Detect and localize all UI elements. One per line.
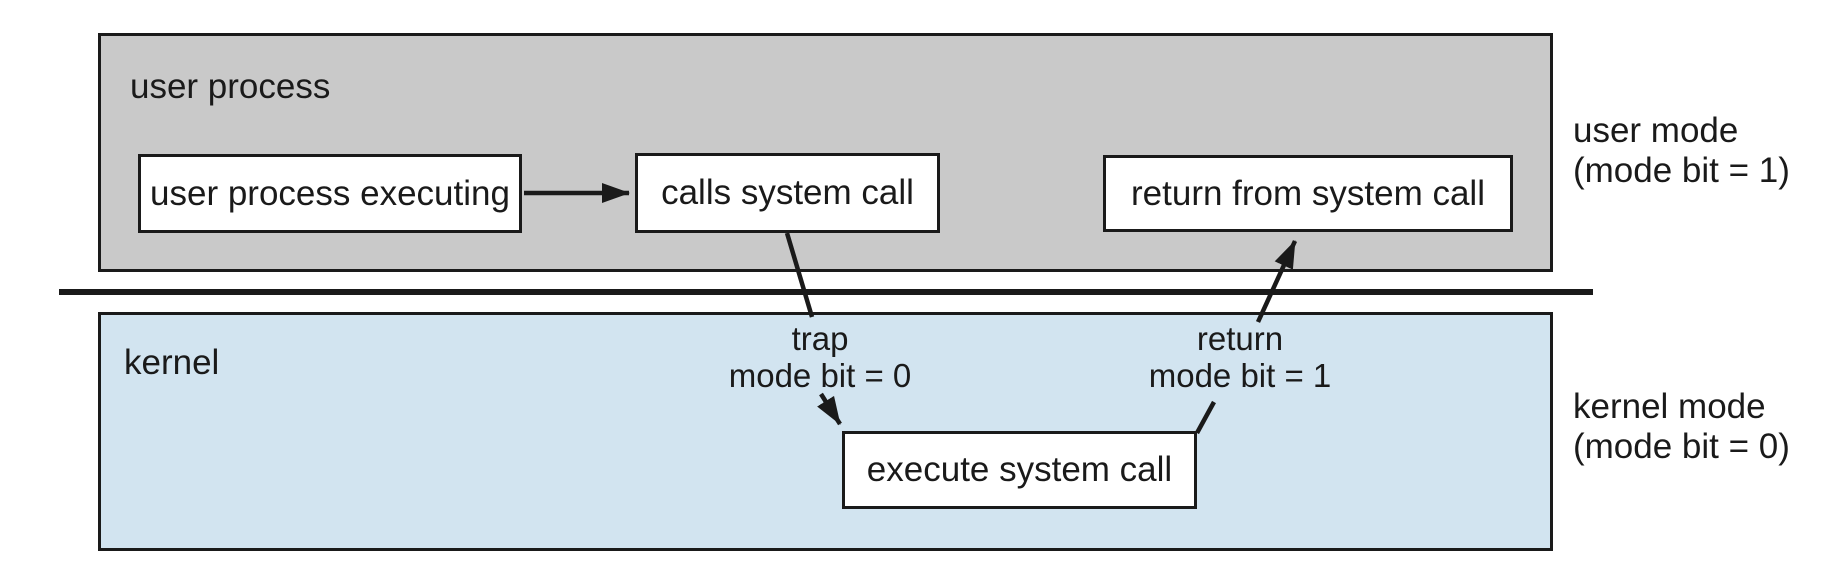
return-label-line2: mode bit = 1 — [1148, 357, 1332, 394]
box-return-from-system-call: return from system call — [1103, 155, 1513, 232]
trap-label-line1: trap — [791, 320, 849, 357]
return-label-line1: return — [1196, 320, 1284, 357]
user-mode-annotation-line2: (mode bit = 1) — [1573, 151, 1790, 190]
user-kernel-divider — [59, 289, 1593, 295]
box-execute-system-call: execute system call — [842, 431, 1197, 509]
user-mode-annotation: user mode (mode bit = 1) — [1573, 111, 1790, 191]
kernel-mode-annotation-line2: (mode bit = 0) — [1573, 427, 1790, 466]
return-label: return mode bit = 1 — [1090, 320, 1390, 394]
trap-label-line2: mode bit = 0 — [728, 357, 912, 394]
kernel-mode-annotation-line1: kernel mode — [1573, 387, 1766, 426]
user-mode-annotation-line1: user mode — [1573, 111, 1739, 150]
kernel-area — [98, 312, 1553, 551]
kernel-label: kernel — [124, 343, 220, 382]
box-user-process-executing: user process executing — [138, 154, 522, 233]
user-process-label: user process — [130, 67, 331, 106]
box-calls-system-call: calls system call — [635, 153, 940, 233]
trap-label: trap mode bit = 0 — [670, 320, 970, 394]
kernel-mode-annotation: kernel mode (mode bit = 0) — [1573, 387, 1790, 467]
